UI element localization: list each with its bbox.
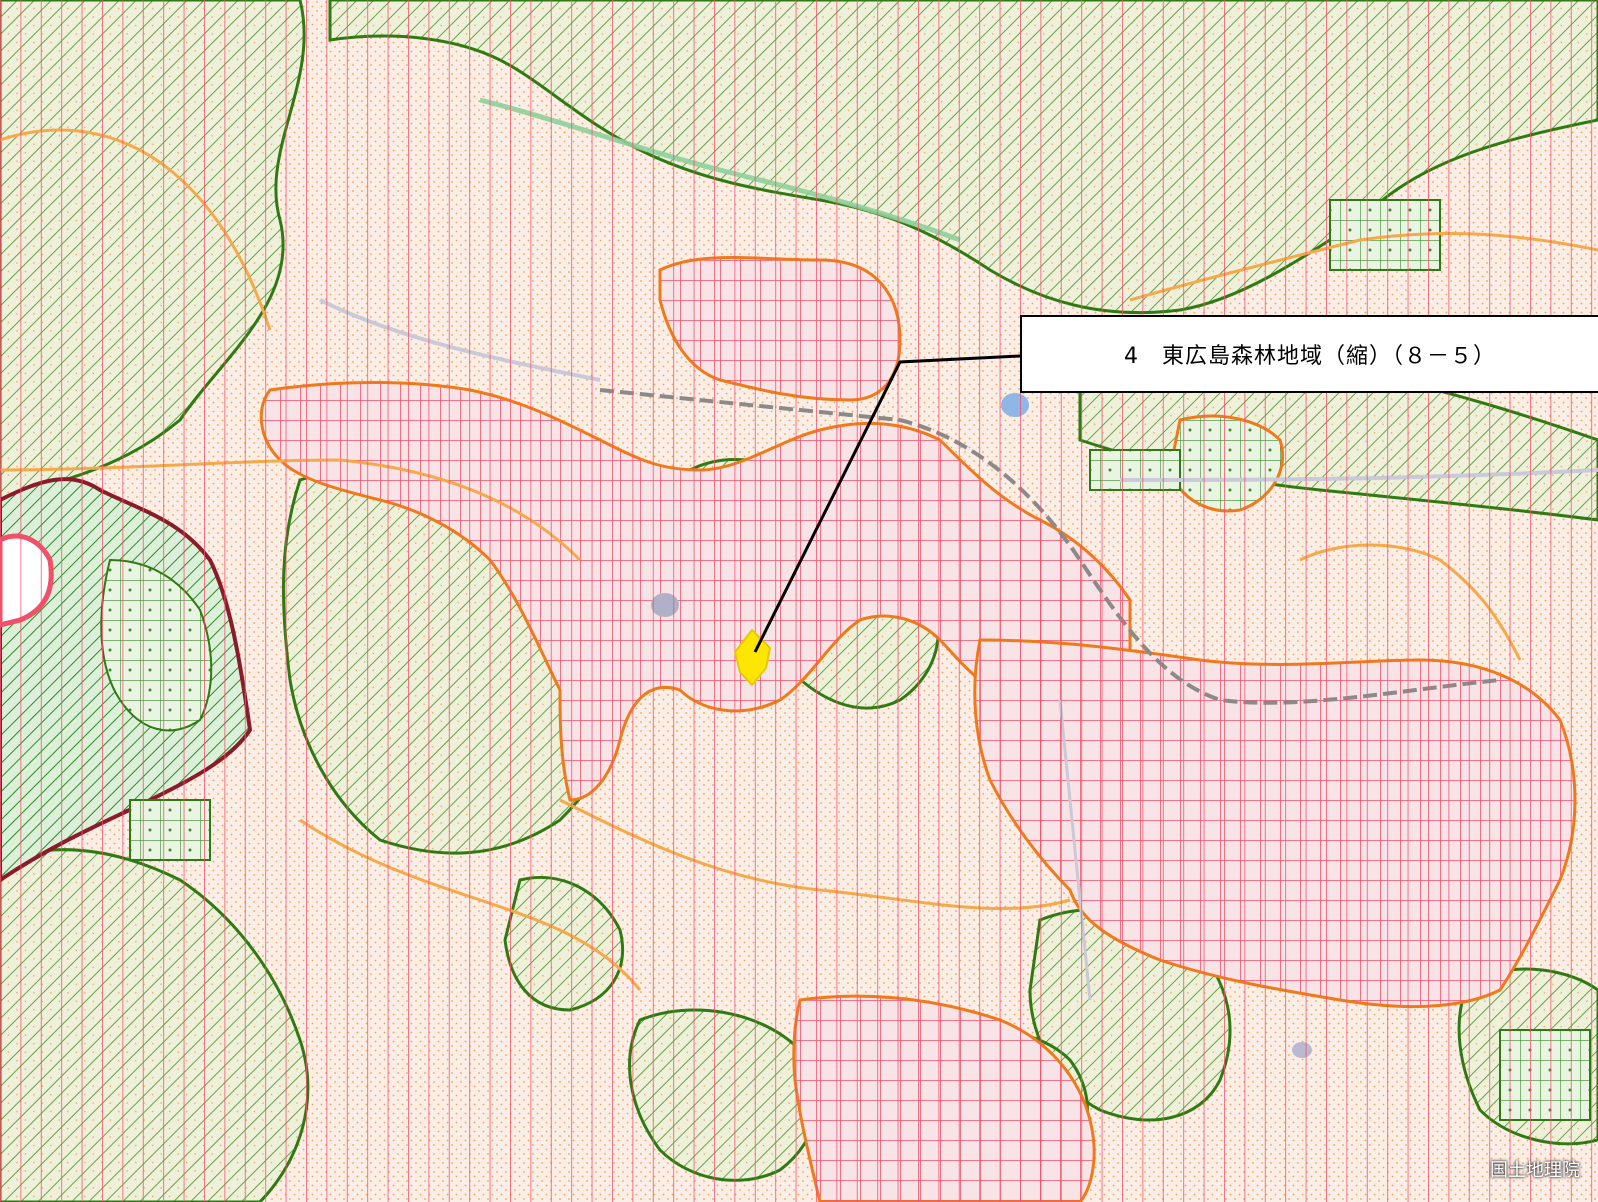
target-site-marker xyxy=(733,628,772,687)
map-attribution[interactable]: 国土地理院 xyxy=(1490,1160,1580,1181)
callout-text: 4 東広島森林地域（縮）（８－５） xyxy=(1124,344,1496,369)
map-callout-label: 4 東広島森林地域（縮）（８－５） xyxy=(1020,315,1598,393)
callout-leader-line xyxy=(753,354,1021,653)
